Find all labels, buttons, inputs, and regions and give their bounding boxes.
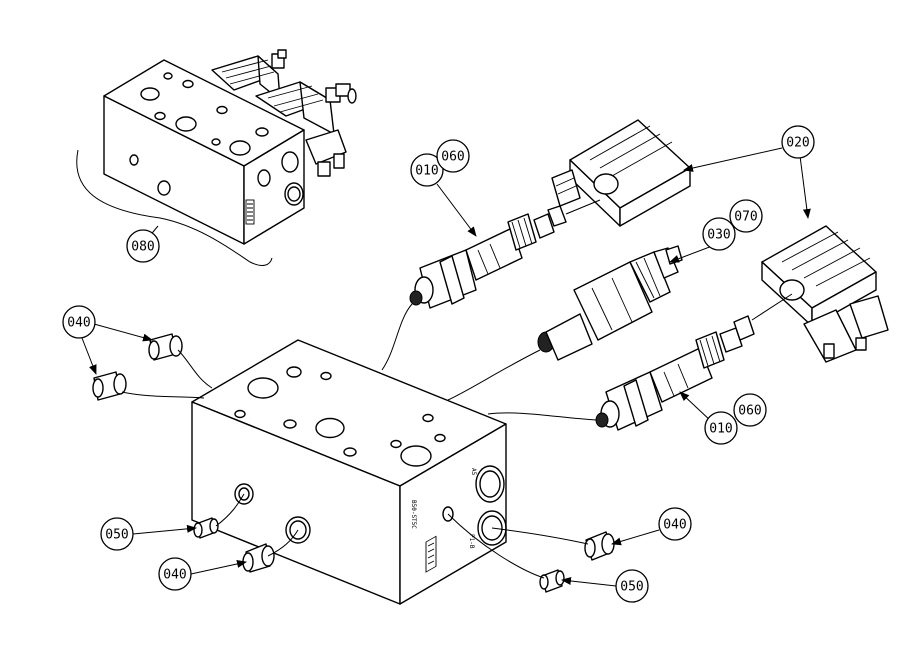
block-code-mark: B50-ST5C	[410, 500, 417, 529]
svg-text:050: 050	[620, 580, 643, 595]
plug-040-right	[584, 531, 615, 561]
callout-050-right: 050	[615, 569, 649, 603]
svg-text:050: 050	[105, 528, 128, 543]
assembled-unit-view	[76, 49, 357, 266]
plug-040-upper	[148, 333, 183, 361]
assembly-center-lines	[121, 199, 793, 579]
svg-text:040: 040	[67, 316, 90, 331]
callout-010-upper: 010	[410, 153, 444, 187]
assembled-block	[103, 59, 305, 245]
solenoid-valve-lower	[595, 315, 755, 431]
callout-040-right: 040	[658, 507, 692, 541]
svg-text:020: 020	[786, 136, 809, 151]
callout-080: 080	[126, 229, 160, 263]
assembled-view-bracket	[76, 149, 273, 266]
callout-070: 070	[729, 199, 763, 233]
svg-text:070: 070	[734, 210, 757, 225]
cartridge-valve-center	[537, 245, 683, 361]
callout-030: 030	[702, 217, 736, 251]
solenoid-coil-upper	[551, 119, 691, 227]
svg-text:060: 060	[738, 404, 761, 419]
port-p-mark: P1-B	[468, 534, 475, 549]
svg-text:010: 010	[415, 164, 438, 179]
assembled-connector	[305, 129, 347, 177]
callout-060-upper: 060	[436, 139, 470, 173]
callout-arrows	[81, 147, 811, 587]
svg-text:010: 010	[709, 422, 732, 437]
callout-040-bottom-left: 040	[158, 557, 192, 591]
callout-050-left: 050	[100, 517, 134, 551]
callout-060-lower: 060	[733, 393, 767, 427]
callout-020: 020	[781, 125, 815, 159]
callout-010-lower: 010	[704, 411, 738, 445]
plug-050-left	[193, 517, 219, 539]
svg-text:080: 080	[131, 240, 154, 255]
svg-text:030: 030	[707, 228, 730, 243]
svg-text:040: 040	[663, 518, 686, 533]
callout-040-upper-left: 040	[62, 305, 96, 339]
svg-text:060: 060	[441, 150, 464, 165]
main-manifold-block: A5 P1-B B50-ST5C	[191, 339, 507, 605]
assembled-coil-second	[255, 81, 357, 135]
svg-text:040: 040	[163, 568, 186, 583]
plug-040-bottom	[242, 543, 275, 573]
plug-040-left	[92, 371, 127, 401]
solenoid-valve-upper	[409, 205, 567, 309]
solenoid-coil-lower	[761, 225, 889, 363]
port-a-mark: A5	[470, 468, 477, 476]
plug-050-right	[539, 569, 565, 593]
assembled-coil-top	[211, 49, 287, 101]
